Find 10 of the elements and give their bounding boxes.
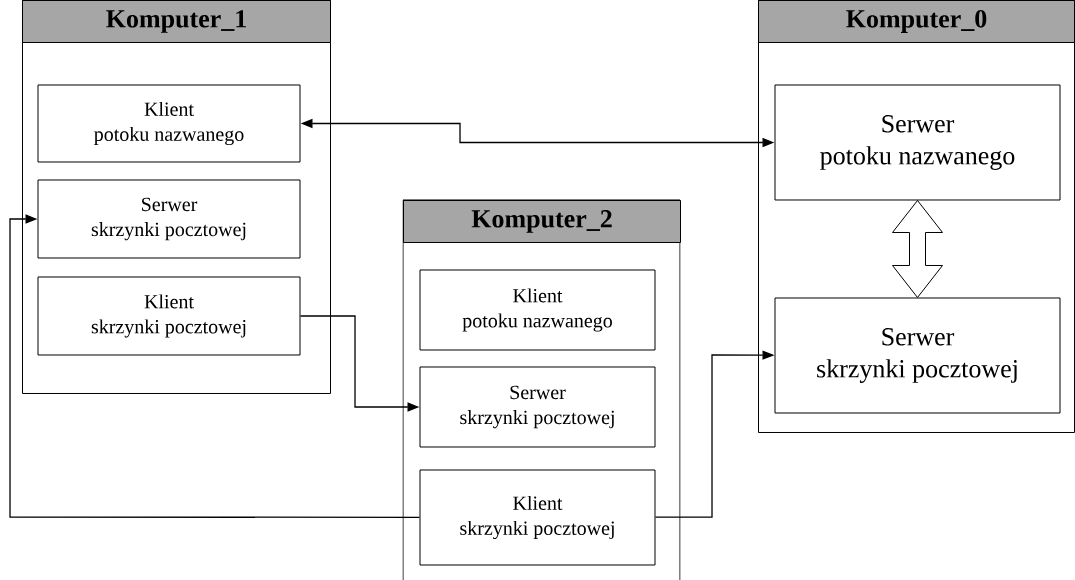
arrow [9,214,421,519]
process-box: Klient skrzynki pocztowej [419,469,656,566]
process-box: Klient potoku nazwanego [419,269,656,351]
process-box: Serwer potoku nazwanego [774,84,1061,201]
process-box: Klient skrzynki pocztowej [37,276,301,356]
process-box: Klient potoku nazwanego [37,84,301,163]
double-arrow [892,200,943,298]
process-box: Serwer skrzynki pocztowej [37,179,301,259]
process-box: Serwer skrzynki pocztowej [774,297,1061,414]
process-box: Serwer skrzynki pocztowej [419,366,656,448]
